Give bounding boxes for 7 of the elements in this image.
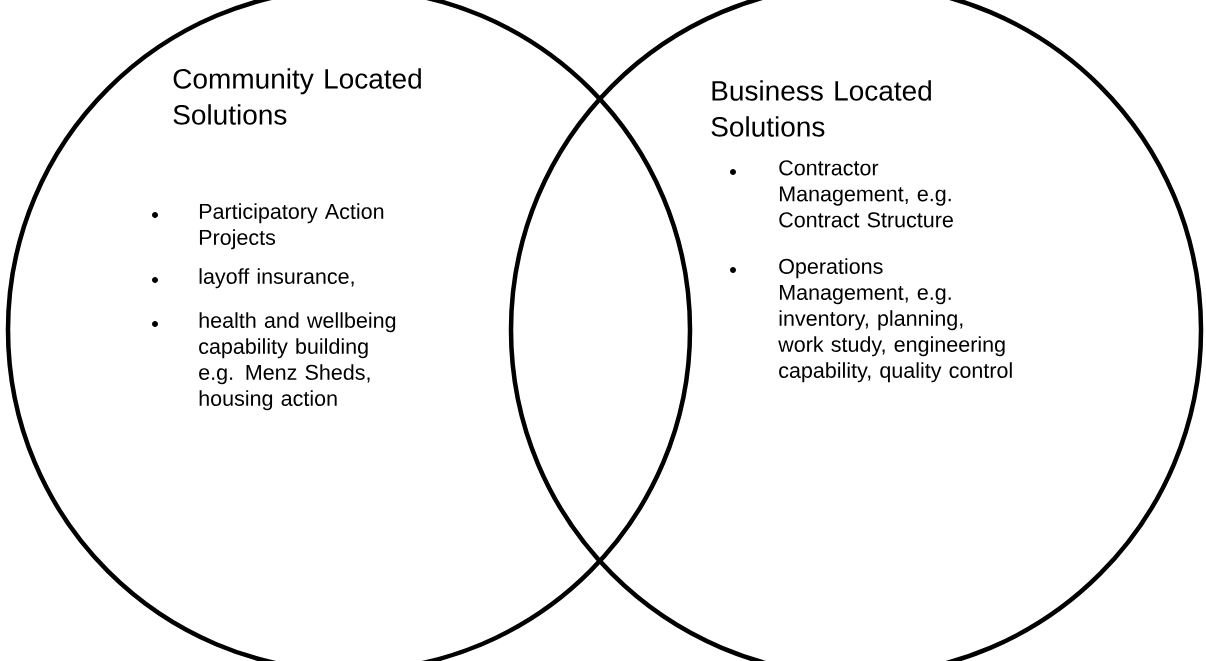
bullet-text: Participatory Action Projects: [199, 203, 384, 250]
bullet-text: health and wellbeing capability building e.g. Menz Sheds, housing action: [199, 312, 396, 411]
heading: Business Located Solutions: [711, 80, 931, 137]
bullet-text: layoff insurance,: [199, 268, 354, 289]
bullet-text: Operations Management, e.g. inventory, planning, work study, engineering capability, quality control: [778, 258, 1012, 383]
heading: Community Located Solutions: [173, 68, 421, 125]
bullet-text: Contractor Management, e.g. Contract Structure: [779, 160, 953, 228]
